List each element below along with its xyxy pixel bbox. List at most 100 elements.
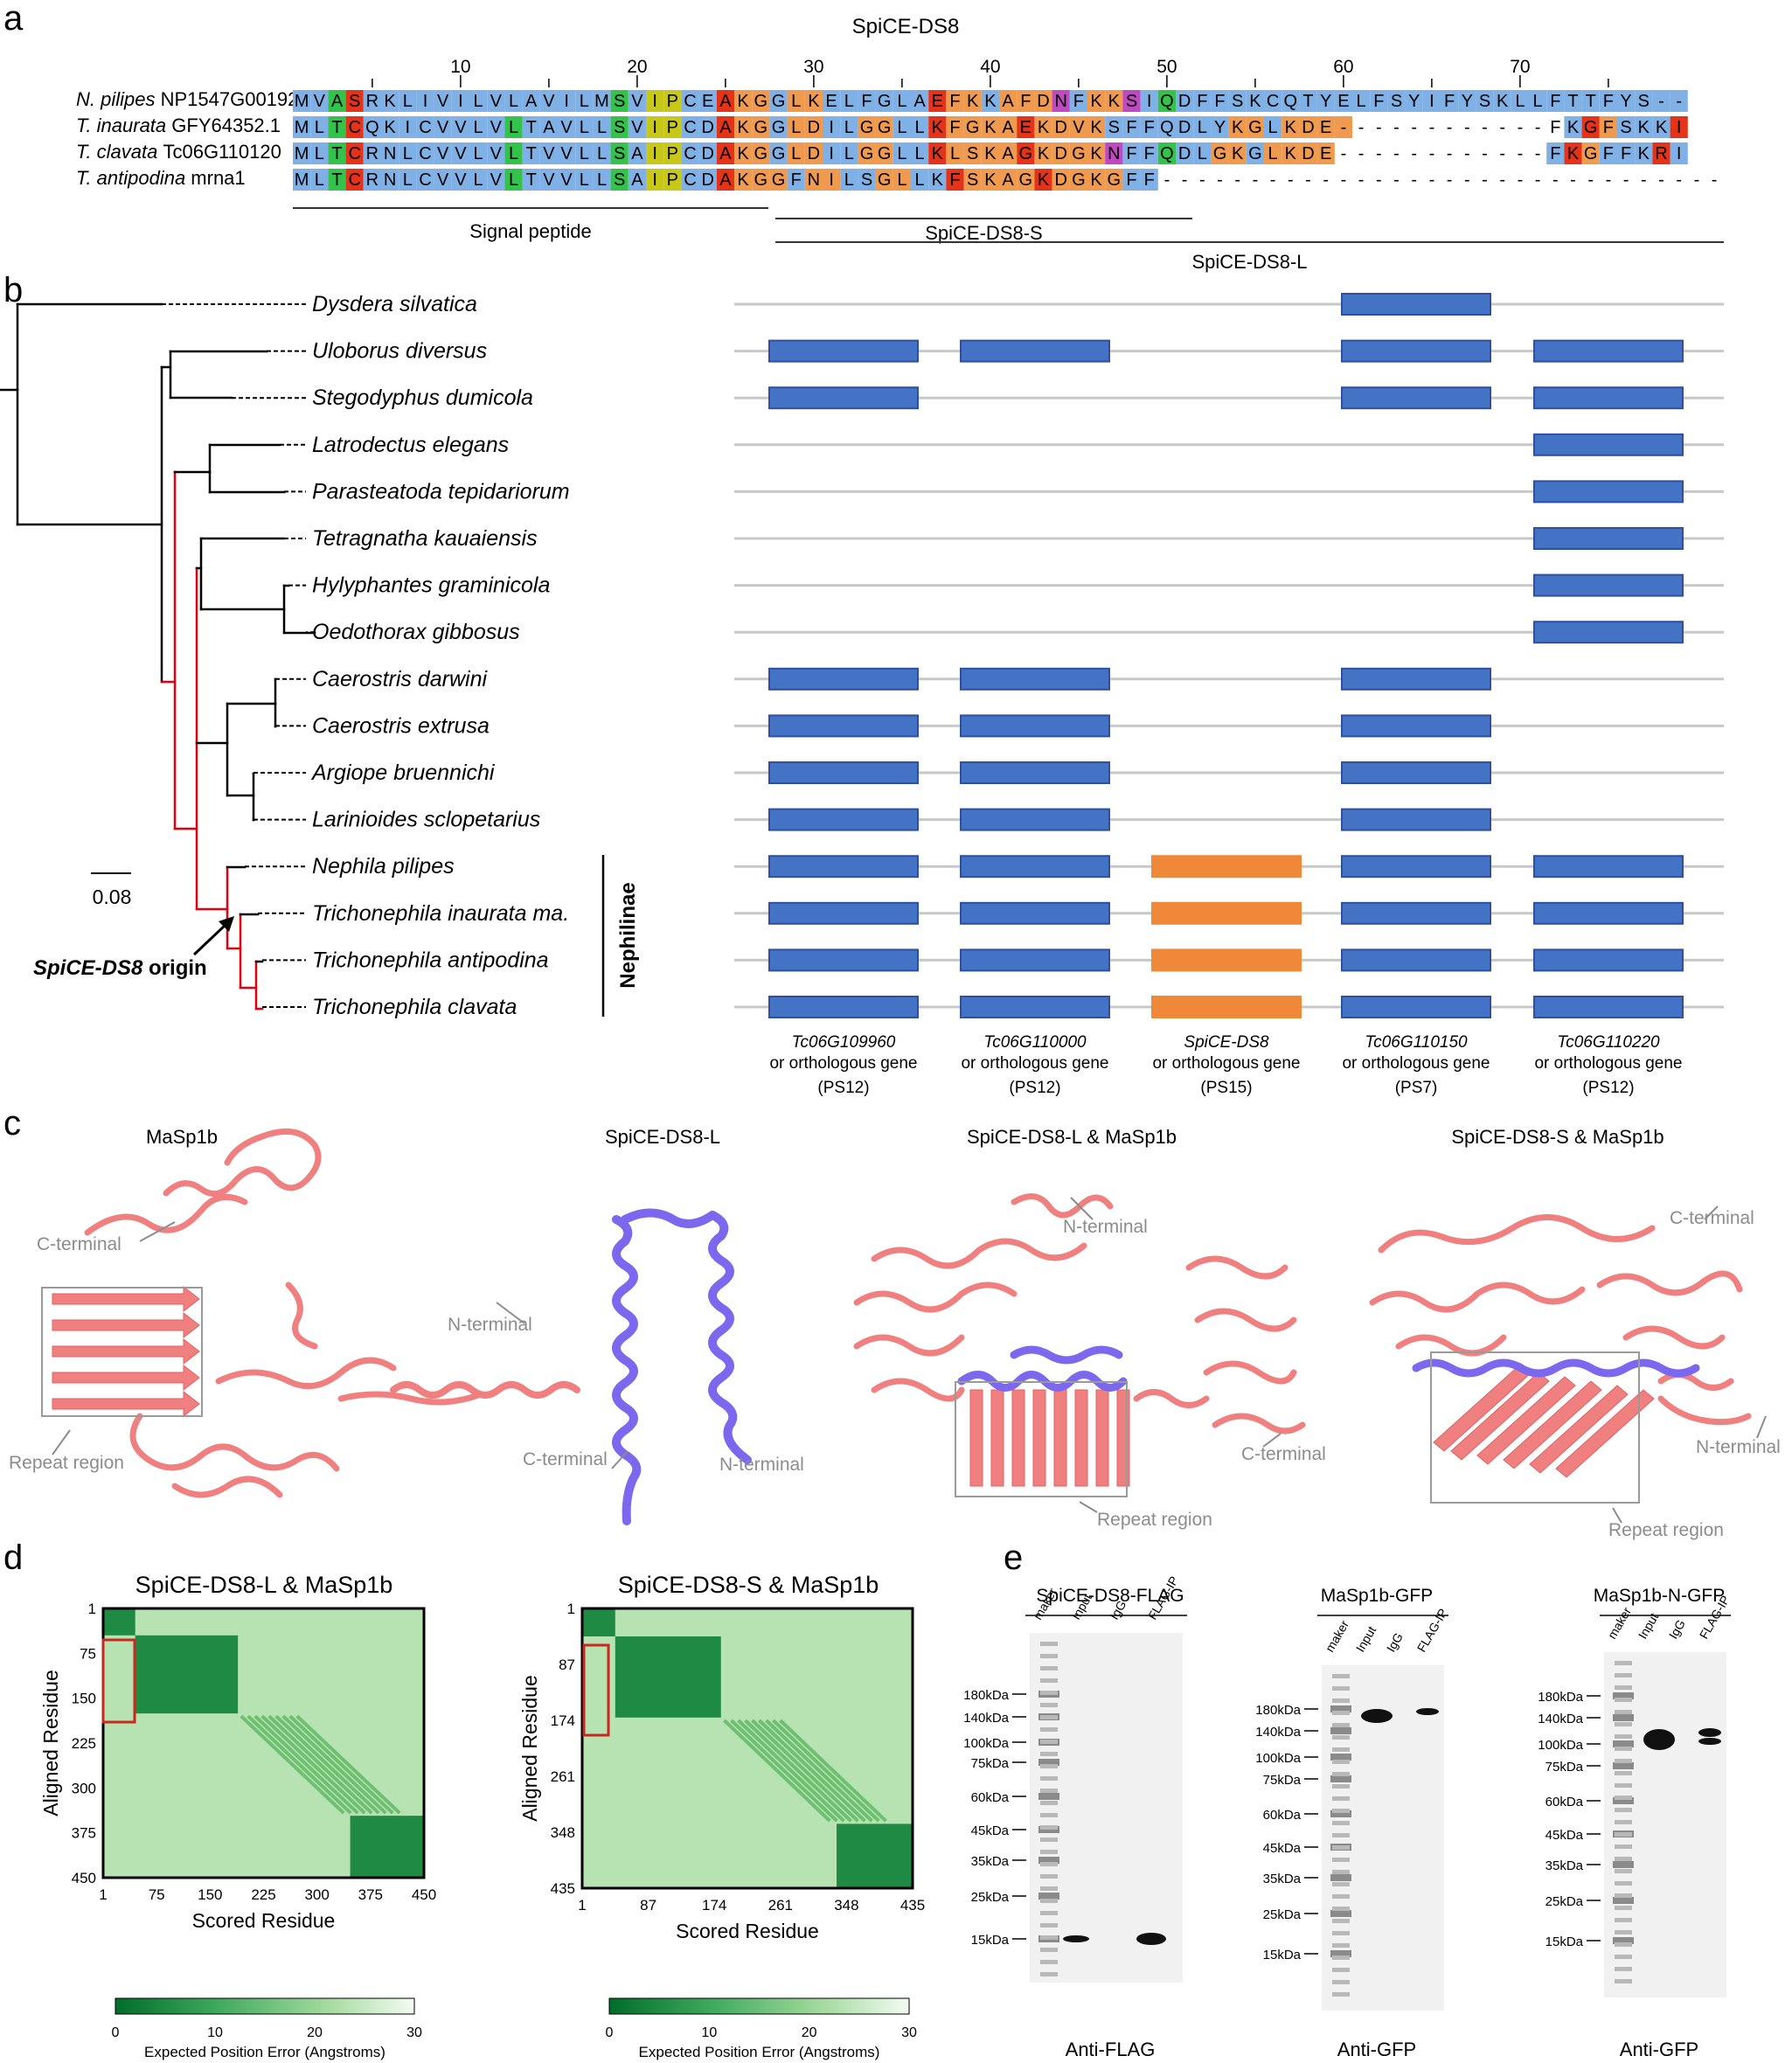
residue-letter: - [1288, 170, 1294, 190]
residue-letter: Y [1462, 92, 1473, 111]
residue-cell [1228, 116, 1247, 138]
residue-cell [363, 90, 381, 112]
residue-letter: R [366, 92, 379, 111]
residue-cell [1052, 90, 1070, 112]
ortholog-gene-block [960, 667, 1110, 691]
ladder-band [1330, 1950, 1351, 1957]
residue-letter: L [1268, 118, 1278, 137]
residue-letter: V [560, 118, 573, 137]
residue-letter: E [702, 92, 713, 111]
ladder-label: 60kDa [971, 1790, 1010, 1805]
residue-cell [1193, 142, 1212, 164]
residue-cell [1441, 90, 1459, 112]
pae-stripe [744, 1719, 852, 1823]
residue-cell [787, 90, 805, 112]
residue-letter: V [543, 92, 555, 111]
residue-cell [293, 90, 311, 112]
ortholog-gene-block [768, 386, 919, 410]
residue-letter: M [594, 92, 609, 111]
pae-y-tick: 1 [567, 1601, 575, 1617]
ladder-band [1613, 1797, 1634, 1804]
residue-letter: Y [1214, 118, 1226, 137]
residue-cell [1635, 142, 1653, 164]
residue-cell [381, 169, 399, 191]
ladder-smear [1332, 1686, 1350, 1691]
pae-stripe [267, 1714, 373, 1815]
residue-cell [628, 90, 646, 112]
residue-cell [1211, 116, 1229, 138]
residue-letter: L [580, 92, 589, 111]
residue-cell [1370, 90, 1388, 112]
residue-letter: Q [1160, 118, 1174, 137]
residue-letter: K [1090, 92, 1102, 111]
residue-cell [487, 169, 505, 191]
residue-letter: - [1341, 144, 1347, 163]
ortholog-gene-block [960, 714, 1110, 738]
origin-annotation: SpiCE-DS8 origin [33, 916, 234, 980]
residue-letter: R [1655, 144, 1667, 163]
pae-xlabel: Scored Residue [676, 1920, 819, 1942]
ortholog-gene-block [1533, 527, 1684, 550]
residue-letter: M [295, 170, 309, 190]
residue-letter: I [423, 92, 428, 111]
residue-letter: L [474, 170, 483, 190]
blot-antibody: Anti-GFP [1337, 2039, 1416, 2060]
residue-letter: S [1232, 92, 1243, 111]
residue-letter: F [1073, 92, 1084, 111]
complex-l-structure [853, 1193, 1306, 1434]
residue-cell [787, 116, 805, 138]
residue-cell [1334, 116, 1352, 138]
residue-letter: - [1464, 170, 1470, 190]
residue-cell [1599, 116, 1617, 138]
residue-cell [522, 116, 540, 138]
residue-cell [804, 116, 823, 138]
residue-cell [1017, 169, 1035, 191]
ladder-smear [1040, 1776, 1058, 1781]
residue-letter: I [829, 144, 834, 163]
residue-letter: G [772, 170, 786, 190]
residue-cell [893, 142, 911, 164]
pae-y-tick: 174 [551, 1712, 575, 1729]
residue-letter: F [1603, 118, 1614, 137]
residue-cell [310, 90, 329, 112]
ladder-smear [1040, 1654, 1058, 1658]
lane-label: Input [1353, 1623, 1379, 1654]
ladder-smear [1615, 1918, 1632, 1922]
ortholog-gene-block [960, 761, 1110, 784]
pae-x-tick: 174 [702, 1897, 726, 1914]
pae-stripe [281, 1714, 387, 1815]
residue-cell [1140, 169, 1158, 191]
residue-cell [999, 90, 1018, 112]
residue-cell [823, 90, 841, 112]
pae-stripe [240, 1714, 345, 1815]
residue-letter: F [1214, 92, 1225, 111]
residue-cell [469, 116, 488, 138]
residue-letter: L [844, 118, 854, 137]
ladder-smear [1332, 1821, 1350, 1825]
residue-letter: - [1447, 170, 1453, 190]
colorbar-tick: 10 [207, 2025, 223, 2040]
residue-letter: - [1429, 118, 1435, 137]
complex-l-repeat-box [955, 1381, 1128, 1497]
gene-sub: or orthologous gene [961, 1054, 1108, 1073]
residue-cell [1299, 90, 1317, 112]
residue-cell [928, 90, 947, 112]
protein-band [1643, 1729, 1675, 1750]
residue-letter: Q [365, 118, 379, 137]
residue-cell [469, 142, 488, 164]
structure-label: N-terminal [1696, 1437, 1781, 1457]
residue-cell [416, 169, 434, 191]
residue-letter: K [1285, 144, 1297, 163]
residue-letter: K [1090, 144, 1102, 163]
accession: GFY64352.1 [171, 115, 281, 136]
residue-letter: K [737, 144, 749, 163]
residue-letter: K [1656, 118, 1668, 137]
lane-label: maker [1605, 1605, 1634, 1642]
ladder-smear [1040, 1666, 1058, 1671]
nephilinae-bracket: Nephilinae [601, 855, 640, 1017]
residue-letter: V [437, 118, 449, 137]
residue-letter: K [1638, 144, 1650, 163]
